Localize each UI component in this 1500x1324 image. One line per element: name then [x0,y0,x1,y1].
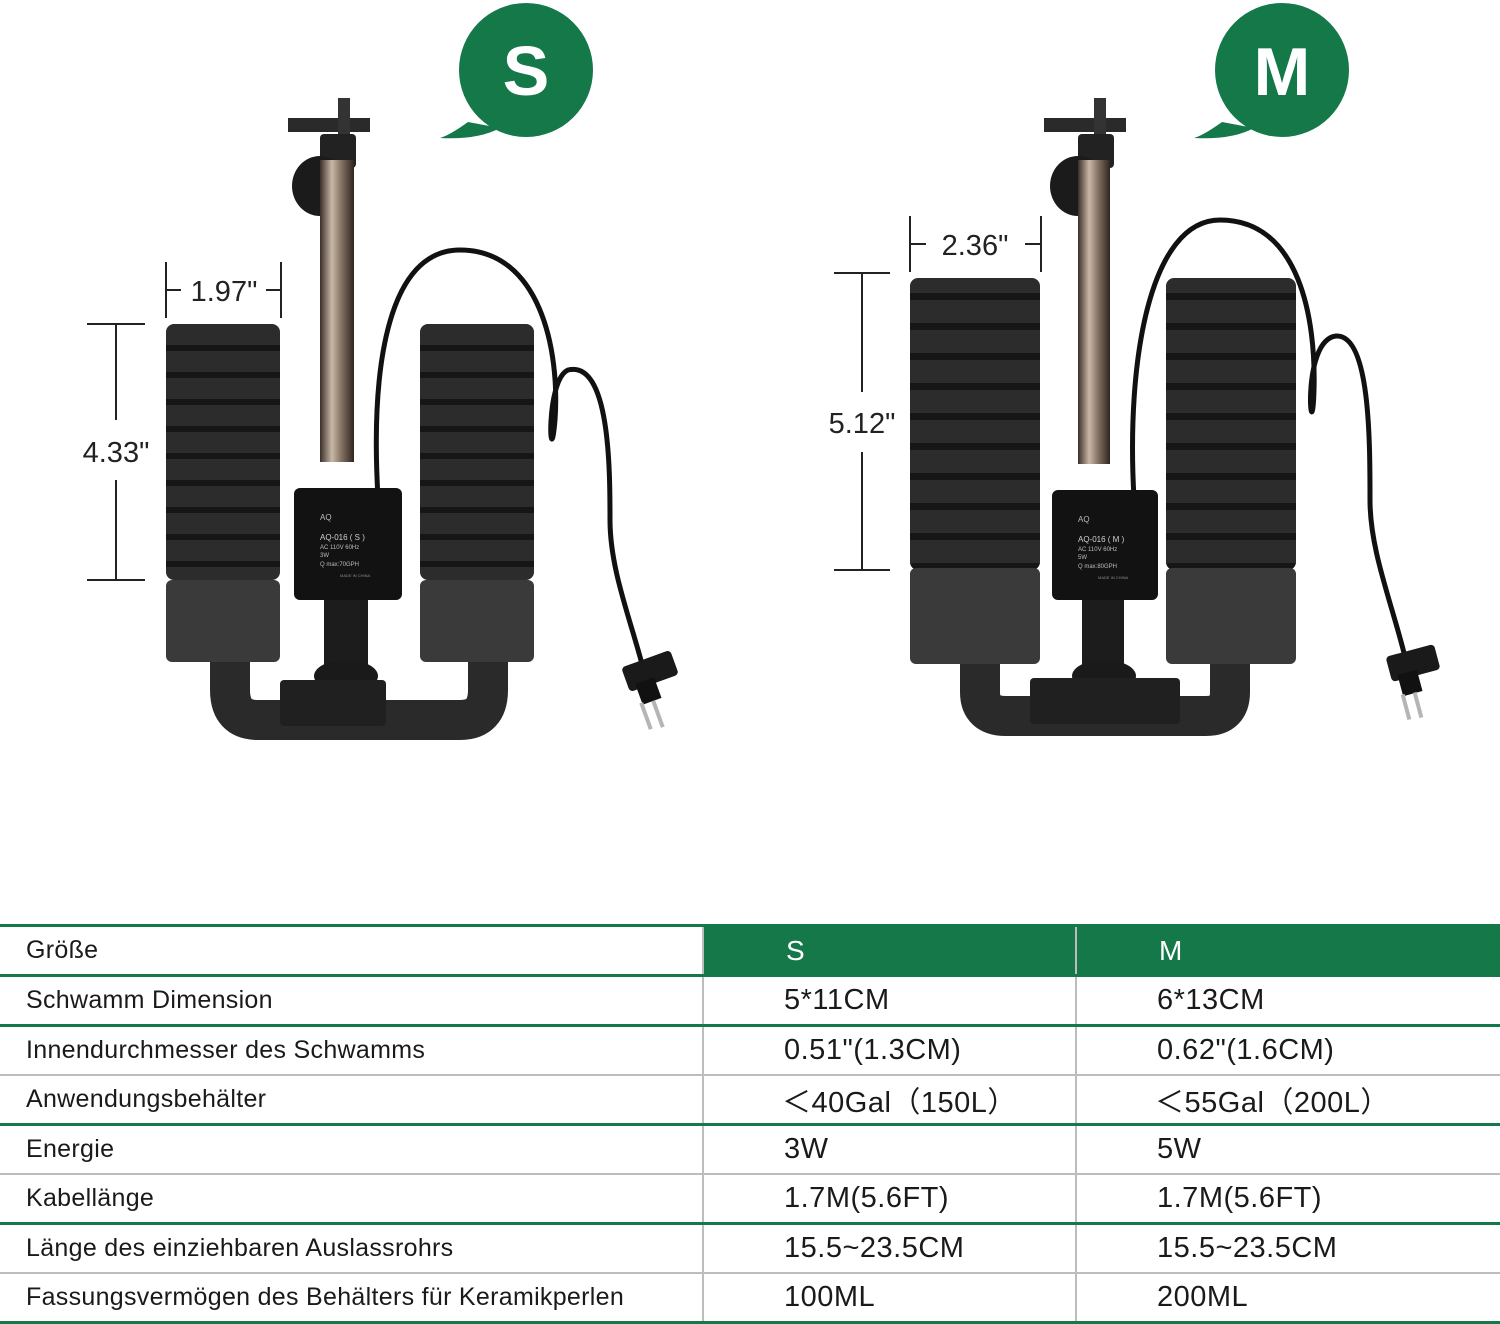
dimension-height-m-label: 5.12" [829,408,896,440]
pump-label-m-2: 5W [1078,555,1087,561]
row-value-s: 15.5~23.5CM [702,1222,1076,1273]
dimension-width-m-label: 2.36" [942,230,1009,262]
dimension-height-s: 4.33" [83,323,150,581]
row-label: Schwamm Dimension [0,974,703,1026]
header-size-s: S [702,924,1076,976]
product-illustration: S AQ AQ-016 ( S ) AC 110V 60Hz 3W Q max:… [83,3,1440,740]
header-label: Größe [0,924,703,976]
filter-m: M AQ AQ-016 ( M ) AC 110V 60Hz 5W Q max:… [829,3,1440,736]
table-row: Fassungsvermögen des Behälters für Keram… [0,1272,1500,1324]
row-value-s: ＜40Gal（150L） [702,1074,1076,1125]
filter-s: S AQ AQ-016 ( S ) AC 110V 60Hz 3W Q max:… [83,3,678,740]
spec-table: Größe S M Schwamm Dimension 5*11CM 6*13C… [0,924,1500,1324]
table-row: Kabellänge 1.7M(5.6FT) 1.7M(5.6FT) [0,1173,1500,1224]
dimension-width-m: 2.36" [909,216,1042,272]
row-value-s: 0.51"(1.3CM) [702,1024,1076,1075]
pump-label-s-2: 3W [320,553,329,559]
table-header-row: Größe S M [0,924,1500,976]
size-badge-s-text: S [503,32,550,110]
row-value-m: 0.62"(1.6CM) [1075,1024,1500,1075]
row-label: Anwendungsbehälter [0,1074,703,1125]
dimension-width-s-label: 1.97" [191,276,258,308]
table-row: Länge des einziehbaren Auslassrohrs 15.5… [0,1222,1500,1273]
row-label: Energie [0,1123,703,1174]
table-row: Schwamm Dimension 5*11CM 6*13CM [0,974,1500,1026]
table-row: Anwendungsbehälter ＜40Gal（150L） ＜55Gal（2… [0,1074,1500,1125]
pump-label-s-0: AQ-016 ( S ) [320,533,365,542]
size-badge-m-text: M [1254,34,1311,110]
pump-label-s-1: AC 110V 60Hz [320,545,359,551]
row-value-m: ＜55Gal（200L） [1075,1074,1500,1125]
pump-label-m-3: Q max:80GPH [1078,564,1117,570]
row-value-m: 15.5~23.5CM [1075,1222,1500,1273]
size-badge-s: S [440,3,593,139]
pump-label-m-0: AQ-016 ( M ) [1078,535,1125,544]
dimension-height-m: 5.12" [829,272,896,571]
svg-text:AQ: AQ [320,513,332,522]
pump-label-m-1: AC 110V 60Hz [1078,547,1117,553]
pump-label-m-4: MADE IN CHINA [1098,575,1129,580]
row-value-m: 6*13CM [1075,974,1500,1026]
dimension-width-s: 1.97" [165,262,282,318]
row-value-s: 3W [702,1123,1076,1174]
table-row: Innendurchmesser des Schwamms 0.51"(1.3C… [0,1024,1500,1075]
row-label: Innendurchmesser des Schwamms [0,1024,703,1075]
row-label: Fassungsvermögen des Behälters für Keram… [0,1272,703,1324]
row-value-m: 1.7M(5.6FT) [1075,1173,1500,1224]
row-value-m: 200ML [1075,1272,1500,1324]
size-badge-m: M [1194,3,1349,139]
row-value-s: 100ML [702,1272,1076,1324]
header-size-m: M [1075,924,1500,976]
table-row: Energie 3W 5W [0,1123,1500,1174]
pump-label-s-3: Q max:70GPH [320,562,359,568]
pump-label-s-4: MADE IN CHINA [340,573,371,578]
dimension-height-s-label: 4.33" [83,437,150,469]
row-value-s: 5*11CM [702,974,1076,1026]
row-value-s: 1.7M(5.6FT) [702,1173,1076,1224]
row-value-m: 5W [1075,1123,1500,1174]
row-label: Länge des einziehbaren Auslassrohrs [0,1222,703,1273]
svg-text:AQ: AQ [1078,515,1090,524]
row-label: Kabellänge [0,1173,703,1224]
